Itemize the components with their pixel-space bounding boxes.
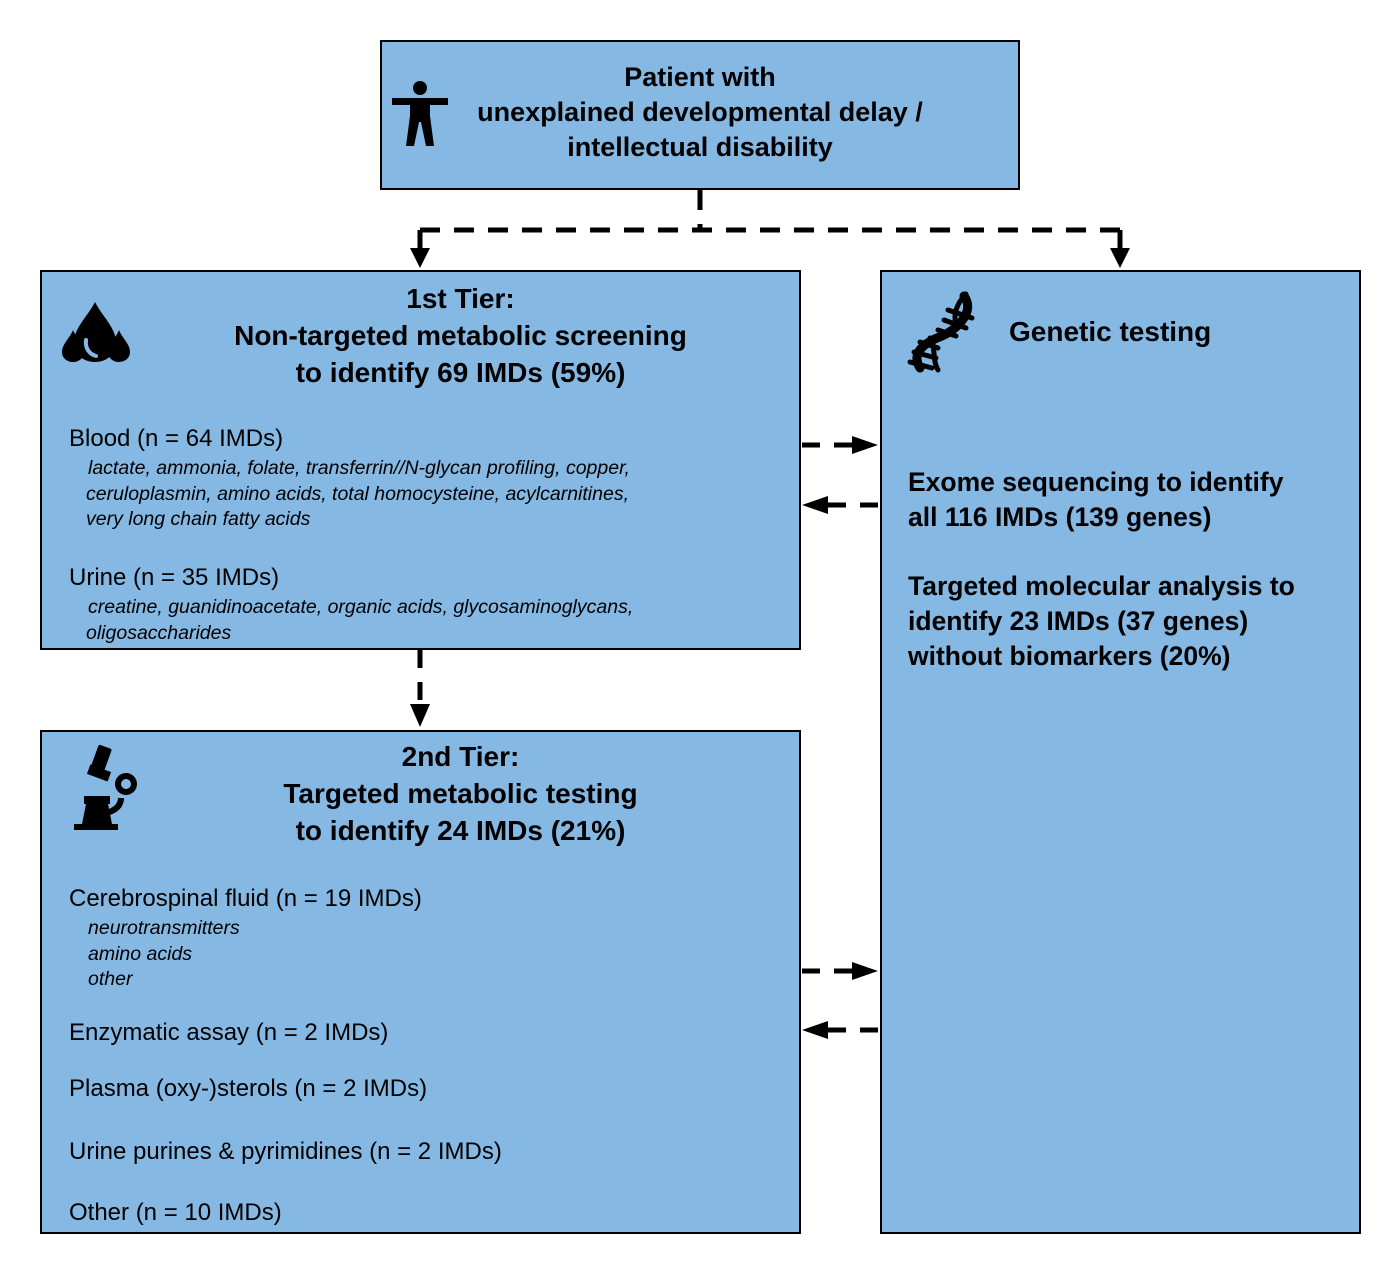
csf-items: neurotransmitters amino acids other bbox=[88, 916, 240, 993]
microscope-icon bbox=[74, 744, 137, 830]
exome-line-2: all 116 IMDs (139 genes) bbox=[908, 502, 1212, 532]
tier1-title: 1st Tier: Non-targeted metabolic screeni… bbox=[122, 280, 799, 391]
patient-box: Patient with unexplained developmental d… bbox=[380, 40, 1020, 190]
csf-item: amino acids bbox=[88, 942, 193, 965]
csf-item: neurotransmitters bbox=[88, 917, 240, 939]
csf-item: other bbox=[88, 968, 133, 990]
tier2-to-genetic-head bbox=[852, 962, 878, 980]
exome-line-1: Exome sequencing to identify bbox=[908, 467, 1284, 497]
targeted-line-2: identify 23 IMDs (37 genes) bbox=[908, 606, 1249, 636]
blood-item: very long chain fatty acids bbox=[86, 508, 311, 530]
tier2-title-1: 2nd Tier: bbox=[401, 741, 520, 772]
tier1-to-tier2-head bbox=[410, 704, 430, 727]
targeted-line-3: without biomarkers (20%) bbox=[908, 641, 1231, 671]
dna-icon bbox=[907, 291, 975, 373]
urine-item: creatine, guanidinoacetate, organic acid… bbox=[88, 596, 634, 618]
patient-title: Patient with unexplained developmental d… bbox=[382, 60, 1018, 165]
blood-items: lactate, ammonia, folate, transferrin//N… bbox=[86, 456, 630, 533]
patient-line-3: intellectual disability bbox=[567, 132, 833, 162]
patient-line-2: unexplained developmental delay / bbox=[477, 97, 923, 127]
patient-line-1: Patient with bbox=[624, 62, 776, 92]
urine-items: creatine, guanidinoacetate, organic acid… bbox=[86, 595, 634, 646]
blood-item: lactate, ammonia, folate, transferrin//N… bbox=[88, 457, 630, 479]
enzymatic-label: Enzymatic assay (n = 2 IMDs) bbox=[69, 1019, 389, 1046]
blood-label: Blood (n = 64 IMDs) bbox=[69, 425, 284, 452]
targeted-text: Targeted molecular analysis to identify … bbox=[908, 569, 1295, 674]
exome-text: Exome sequencing to identify all 116 IMD… bbox=[908, 465, 1283, 535]
arrow-to-genetic-head bbox=[1110, 248, 1130, 268]
arrow-to-tier1-head bbox=[410, 248, 430, 268]
genetic-title: Genetic testing bbox=[1009, 316, 1212, 347]
tier2-title-3: to identify 24 IMDs (21%) bbox=[295, 815, 626, 846]
urine-label: Urine (n = 35 IMDs) bbox=[69, 564, 280, 591]
genetic-box: Genetic testing Exome sequencing to iden… bbox=[880, 270, 1361, 1234]
tier1-title-2: Non-targeted metabolic screening bbox=[234, 320, 687, 351]
tier1-title-3: to identify 69 IMDs (59%) bbox=[295, 357, 626, 388]
tier2-title-2: Targeted metabolic testing bbox=[283, 778, 638, 809]
blood-drop-icon bbox=[62, 302, 130, 362]
genetic-to-tier1-head bbox=[802, 496, 828, 514]
csf-label: Cerebrospinal fluid (n = 19 IMDs) bbox=[69, 885, 422, 912]
targeted-line-1: Targeted molecular analysis to bbox=[908, 571, 1295, 601]
tier2-box: 2nd Tier: Targeted metabolic testing to … bbox=[40, 730, 801, 1234]
tier1-to-genetic-head bbox=[852, 436, 878, 454]
tier1-box: 1st Tier: Non-targeted metabolic screeni… bbox=[40, 270, 801, 650]
sterols-label: Plasma (oxy-)sterols (n = 2 IMDs) bbox=[69, 1075, 428, 1102]
urine-item: oligosaccharides bbox=[86, 621, 232, 644]
person-icon bbox=[392, 81, 448, 146]
genetic-to-tier2-head bbox=[802, 1021, 828, 1039]
tier1-title-1: 1st Tier: bbox=[406, 283, 515, 314]
tier2-title: 2nd Tier: Targeted metabolic testing to … bbox=[122, 738, 799, 849]
purines-label: Urine purines & pyrimidines (n = 2 IMDs) bbox=[69, 1138, 502, 1165]
other-label: Other (n = 10 IMDs) bbox=[69, 1199, 282, 1226]
blood-item: ceruloplasmin, amino acids, total homocy… bbox=[86, 482, 630, 505]
